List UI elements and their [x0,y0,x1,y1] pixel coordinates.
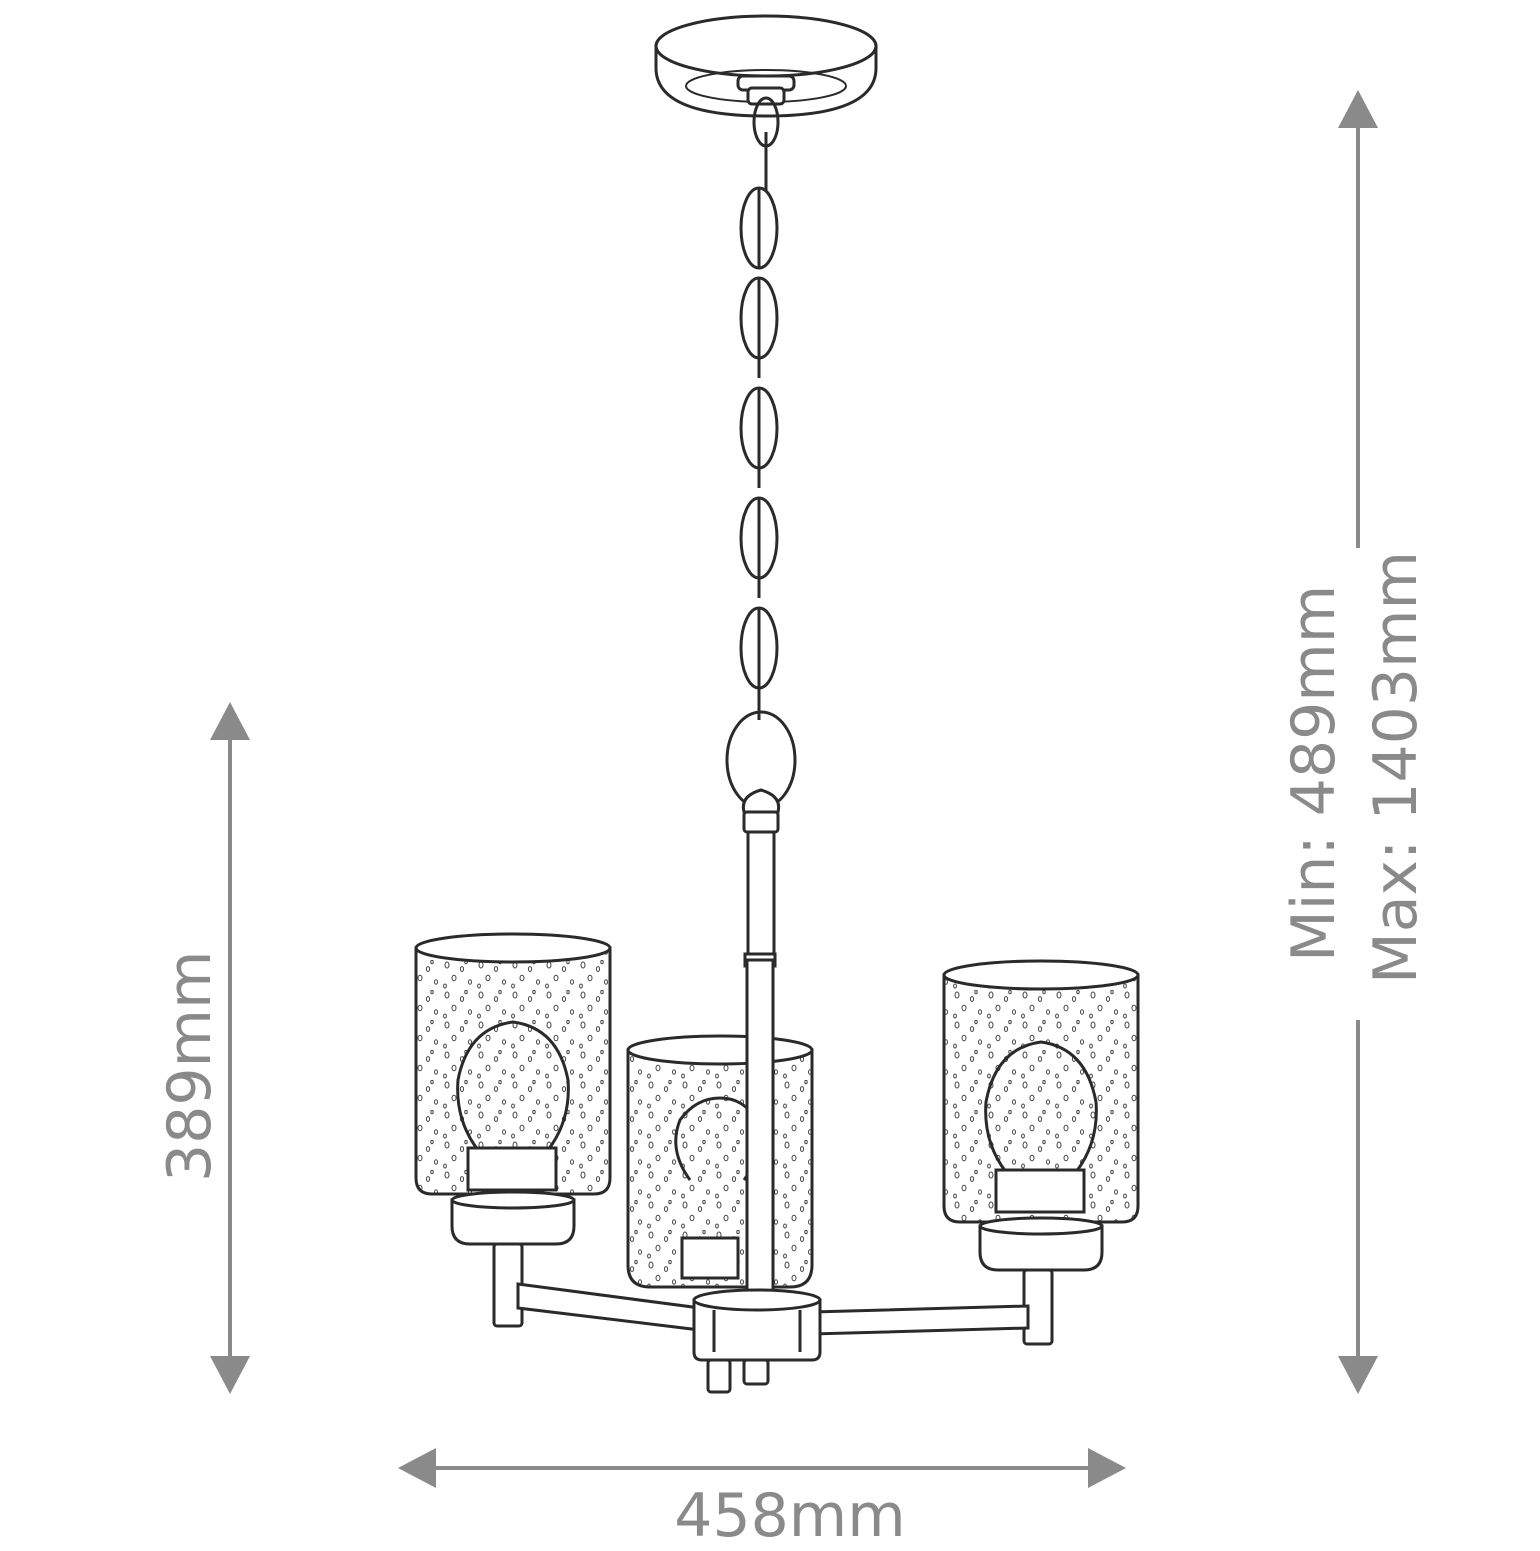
arrow-left-icon [398,1448,436,1488]
arrow-down-icon [1338,1356,1378,1394]
drop-max-dimension-label: Max: 1403mm [1361,551,1431,984]
right-shade [942,959,1140,1346]
center-shade [626,1034,814,1289]
left-shade [414,932,612,1328]
arms [516,1282,1030,1336]
arrow-down-icon [210,1356,250,1394]
drop-min-dimension-label: Min: 489mm [1279,584,1349,962]
ceiling-canopy [654,14,878,118]
arrow-up-icon [1338,90,1378,128]
central-hub [692,1288,822,1394]
chain [725,96,797,810]
arrow-up-icon [210,702,250,740]
stem-front [745,958,775,1298]
height-dimension-label: 389mm [155,950,225,1182]
arrow-right-icon [1088,1448,1126,1488]
width-dimension-label: 458mm [674,1481,906,1551]
dimension-arrows [210,90,1378,1488]
